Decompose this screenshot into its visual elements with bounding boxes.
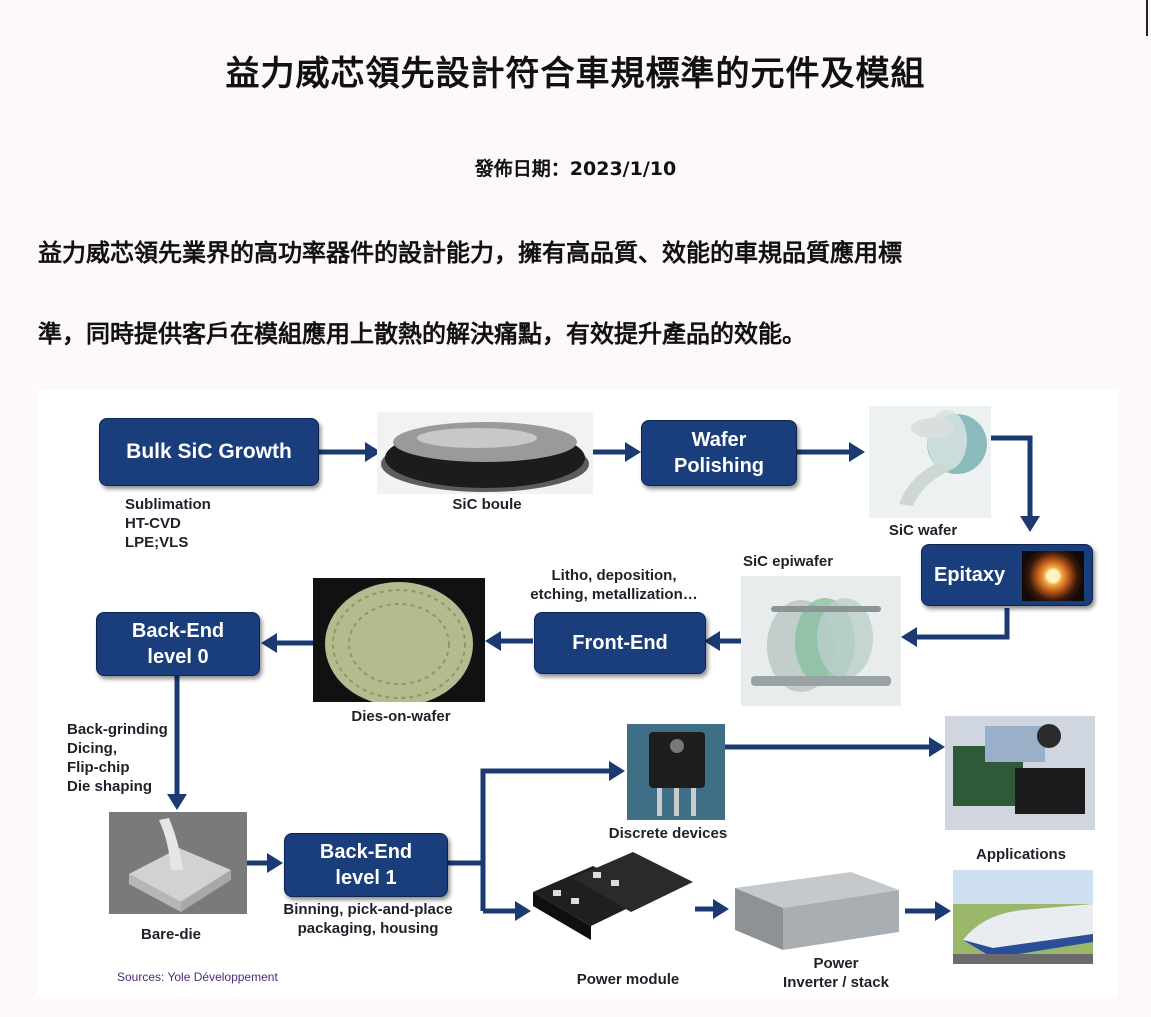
front-end-step-1: Litho, deposition, — [513, 567, 715, 586]
bulk-method-ht-cvd: HT-CVD — [125, 515, 181, 534]
back-end0-step-back-grinding: Back-grinding — [67, 721, 168, 740]
bare-die-caption: Bare-die — [121, 926, 221, 945]
discrete-devices-caption: Discrete devices — [593, 825, 743, 844]
bare-die-image — [109, 812, 247, 914]
bulk-method-lpe-vls: LPE;VLS — [125, 534, 188, 553]
sic-wafer-caption: SiC wafer — [873, 522, 973, 541]
back-end1-step-1: Binning, pick-and-place — [263, 901, 473, 920]
intro-paragraph-line-1: 益力威芯領先業界的高功率器件的設計能力，擁有高品質、效能的車規品質應用標 — [38, 241, 1128, 265]
power-inverter-caption-2: Inverter / stack — [761, 974, 911, 993]
back-end1-step-2: packaging, housing — [263, 920, 473, 939]
arrow-epitaxy-to-epiwafer — [917, 608, 1007, 637]
back-end0-step-die-shaping: Die shaping — [67, 778, 152, 797]
intro-paragraph-line-2: 準，同時提供客戶在模組應用上散熱的解決痛點，有效提升產品的效能。 — [38, 322, 1128, 346]
wafer-polishing-box: Wafer Polishing — [641, 420, 797, 486]
sic-boule-image — [377, 412, 593, 494]
applications-image — [945, 716, 1095, 830]
discrete-device-image — [627, 724, 725, 820]
epitaxy-reactor-image — [1022, 551, 1084, 601]
sic-epiwafer-caption: SiC epiwafer — [743, 553, 833, 572]
power-inverter-caption-1: Power — [761, 955, 911, 974]
arrow-wafer-to-epitaxy — [991, 438, 1030, 516]
sic-wafer-image — [869, 406, 991, 518]
front-end-box: Front-End — [534, 612, 706, 674]
back-end0-step-flip-chip: Flip-chip — [67, 759, 130, 778]
page-edge-rule — [1146, 0, 1148, 36]
back-end-level0-box: Back-End level 0 — [96, 612, 260, 676]
epitaxy-box: Epitaxy — [921, 544, 1093, 606]
applications-caption: Applications — [957, 846, 1085, 865]
back-end0-step-dicing: Dicing, — [67, 740, 117, 759]
power-inverter-image — [731, 868, 903, 956]
train-image — [953, 870, 1093, 964]
dies-on-wafer-image — [313, 578, 485, 702]
publish-date: 發佈日期：2023/1/10 — [0, 154, 1151, 181]
front-end-step-2: etching, metallization… — [513, 586, 715, 605]
power-module-caption: Power module — [563, 971, 693, 990]
page-title: 益力威芯領先設計符合車規標準的元件及模組 — [0, 46, 1151, 95]
bulk-sic-growth-box: Bulk SiC Growth — [99, 418, 319, 486]
sic-epiwafer-image — [741, 576, 901, 706]
source-credit: Sources: Yole Développement — [117, 970, 278, 984]
sic-boule-caption: SiC boule — [437, 496, 537, 515]
sic-process-diagram: Bulk SiC Growth Wafer Polishing Epitaxy … — [37, 390, 1118, 997]
dies-on-wafer-caption: Dies-on-wafer — [337, 708, 465, 727]
power-module-image — [533, 852, 695, 950]
back-end-level1-box: Back-End level 1 — [284, 833, 448, 897]
bulk-method-sublimation: Sublimation — [125, 496, 211, 515]
